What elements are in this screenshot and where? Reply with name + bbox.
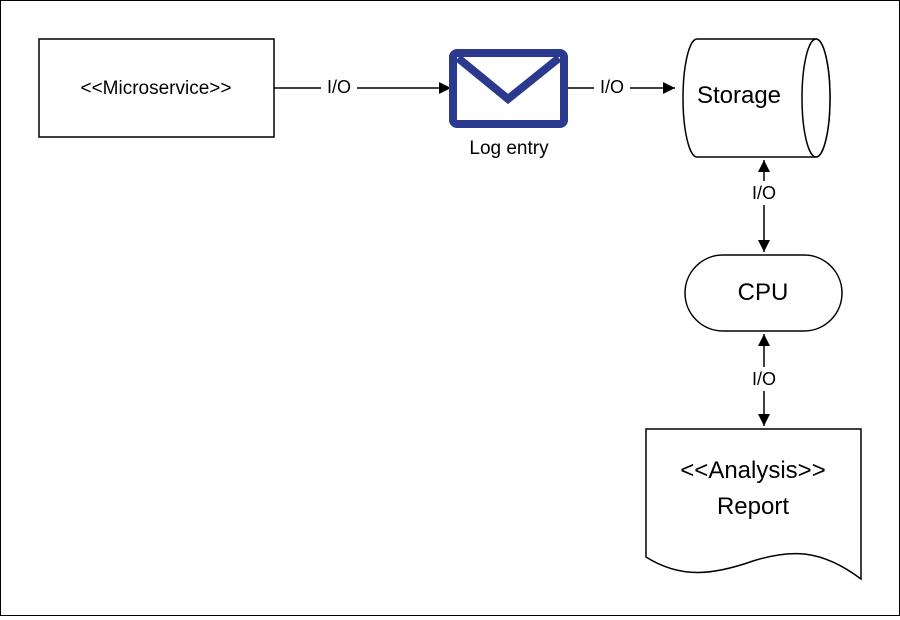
report-label-line1: <<Analysis>> bbox=[680, 457, 825, 484]
edge-label-io: I/O bbox=[752, 369, 776, 389]
log-entry-node: Log entry bbox=[449, 49, 568, 159]
edge-label-io: I/O bbox=[327, 77, 351, 97]
microservice-node: <<Microservice>> bbox=[38, 38, 275, 138]
report-label-line2: Report bbox=[717, 493, 789, 520]
edge-storage-cpu: I/O bbox=[745, 160, 783, 252]
storage-node: Storage bbox=[682, 38, 831, 158]
envelope-icon bbox=[449, 49, 568, 128]
edge-label-io: I/O bbox=[600, 77, 624, 97]
cpu-node: CPU bbox=[684, 254, 843, 332]
edge-cpu-report: I/O bbox=[745, 334, 783, 426]
cpu-label: CPU bbox=[738, 279, 789, 306]
storage-label: Storage bbox=[697, 82, 781, 109]
microservice-label: <<Microservice>> bbox=[80, 78, 231, 99]
edge-microservice-to-log: I/O bbox=[274, 75, 451, 99]
edge-log-to-storage: I/O bbox=[568, 75, 675, 99]
log-entry-label: Log entry bbox=[469, 138, 549, 159]
edge-label-io: I/O bbox=[752, 183, 776, 203]
report-node: <<Analysis>> Report bbox=[645, 428, 862, 581]
